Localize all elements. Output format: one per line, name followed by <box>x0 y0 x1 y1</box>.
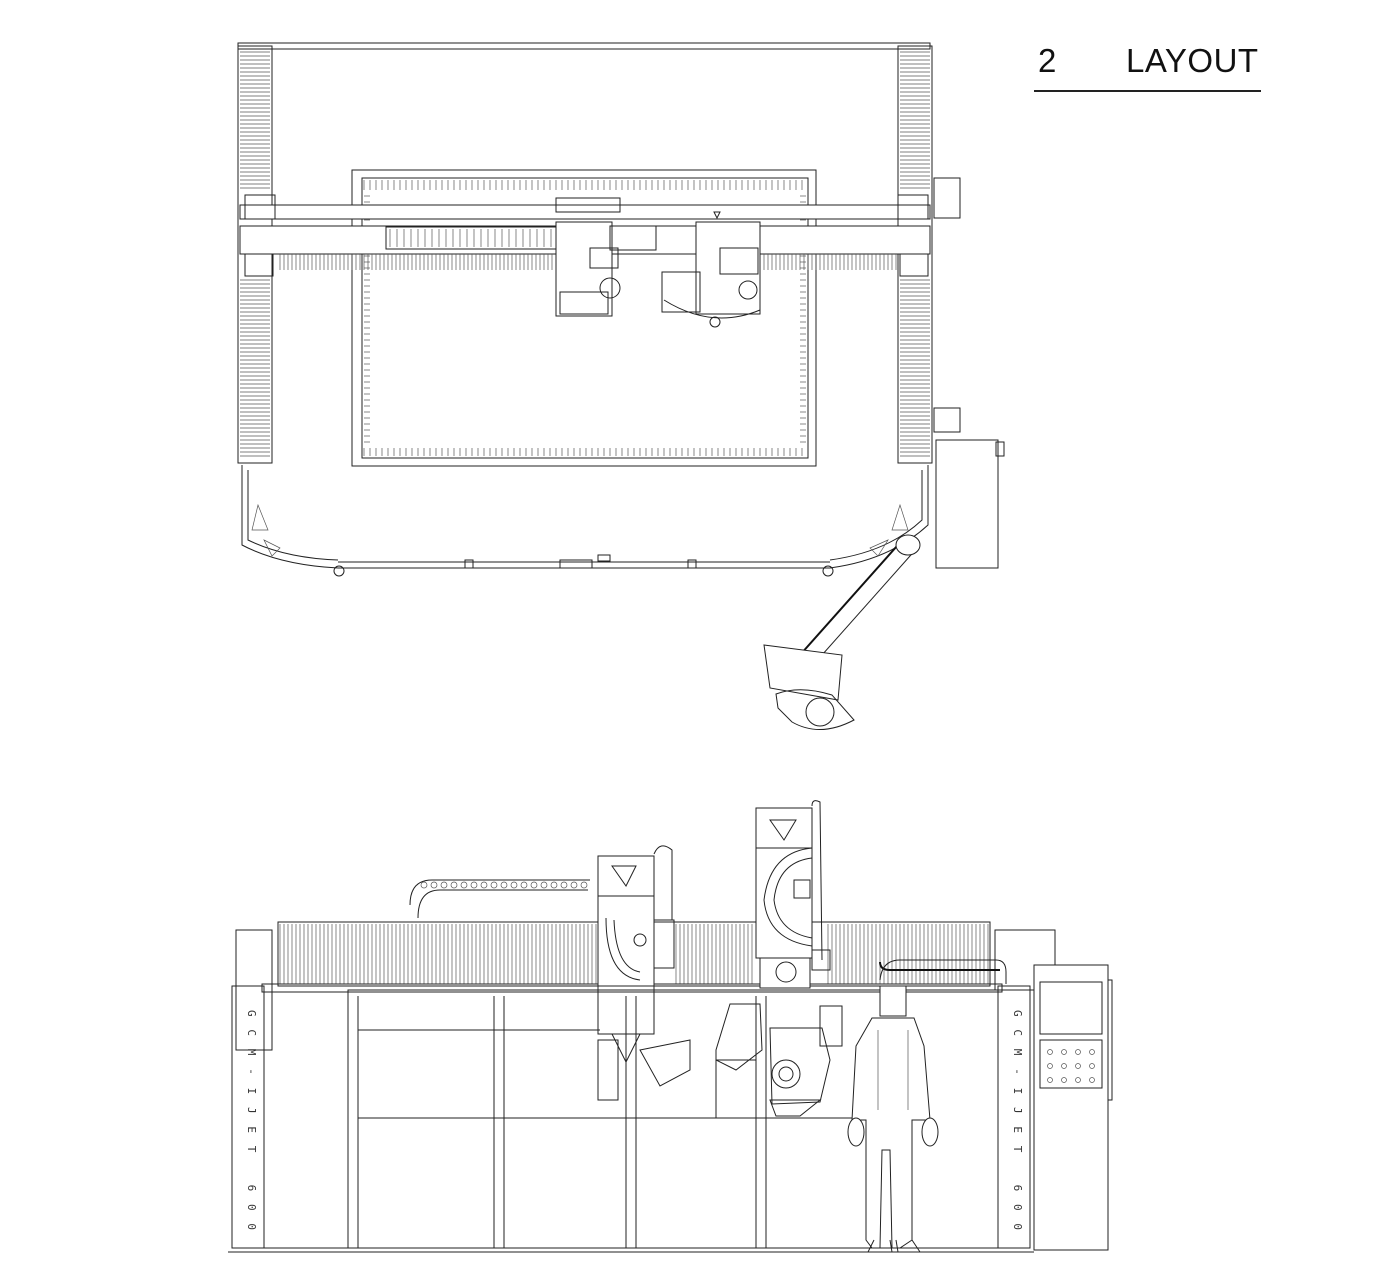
right-leg-label: GCM-IJET 600 <box>1011 1010 1024 1230</box>
rotary-unit <box>769 1027 831 1105</box>
control-cabinet-plan <box>935 439 999 569</box>
left-leg-label: GCM-IJET 600 <box>245 1010 258 1230</box>
plan-view <box>237 42 1005 731</box>
control-keypad <box>1039 1039 1103 1089</box>
cutting-head-1-plan <box>555 221 613 317</box>
section-number: 2 <box>1038 42 1057 79</box>
operator-figure <box>847 985 939 1253</box>
control-screen <box>1039 981 1103 1035</box>
cutting-head-2-plan <box>695 221 761 315</box>
control-cabinet <box>1033 964 1109 1251</box>
operator-panel-plan <box>763 644 843 701</box>
work-tank-outer <box>351 169 817 467</box>
section-heading: 2 LAYOUT <box>1034 38 1261 92</box>
cutting-head-1 <box>597 855 655 897</box>
front-view: GCM-IJET 600 GCM-IJET 600 <box>228 800 1113 1253</box>
cutting-head-2 <box>755 807 813 849</box>
section-title: LAYOUT <box>1126 42 1259 79</box>
work-tank-inner <box>361 177 809 459</box>
